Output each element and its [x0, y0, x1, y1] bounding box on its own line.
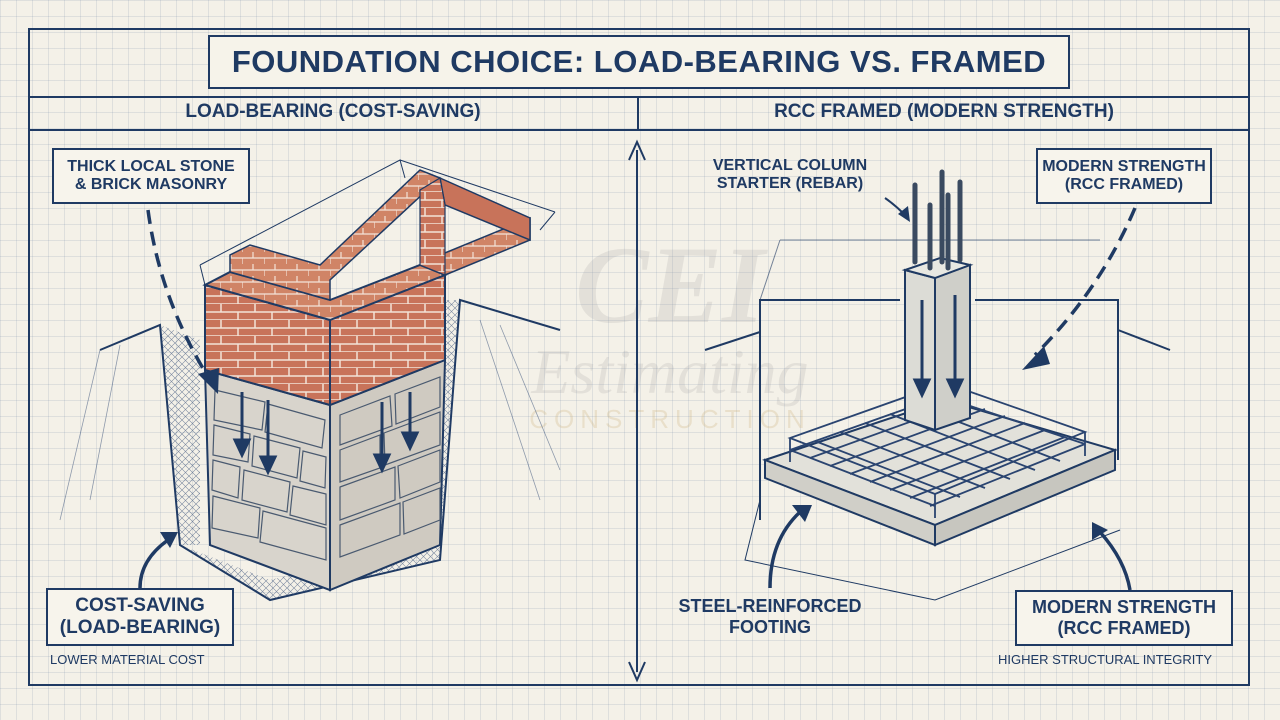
- callout-modern-strength-bottom-line2: (RCC FRAMED): [1057, 618, 1191, 638]
- callout-arrow-bottom-left-head: [160, 532, 178, 548]
- callout-arrow-bottom-right-head: [1092, 522, 1108, 540]
- diagram-title: FOUNDATION CHOICE: LOAD-BEARING VS. FRAM…: [208, 35, 1070, 89]
- callout-modern-strength-bottom: MODERN STRENGTH (RCC FRAMED): [1015, 590, 1233, 646]
- note-steel-reinforced-footing: STEEL-REINFORCED FOOTING: [665, 596, 875, 637]
- load-arrows-left: [232, 392, 420, 476]
- callout-arrow-top-right: [1033, 207, 1137, 357]
- diagram-frame: [28, 28, 1250, 686]
- callout-cost-saving-line2: (LOAD-BEARING): [59, 617, 221, 638]
- subheader-divider: [28, 129, 1250, 131]
- callout-modern-strength-top-line2: (RCC FRAMED): [1064, 176, 1184, 193]
- right-trench: [704, 239, 1171, 520]
- rebar-starters: [912, 169, 963, 271]
- callout-modern-strength-bottom-line1: MODERN STRENGTH: [1032, 597, 1216, 618]
- rebar-note-arrow-head: [898, 206, 910, 222]
- callout-arrow-bottom-right: [1098, 530, 1132, 591]
- callout-modern-strength-top: MODERN STRENGTH (RCC FRAMED): [1036, 148, 1212, 204]
- footing-dimension: [744, 499, 1121, 601]
- note-steel-reinforced-footing-line1: STEEL-REINFORCED: [678, 596, 862, 616]
- caption-higher-structural-integrity: HIGHER STRUCTURAL INTEGRITY: [998, 652, 1213, 667]
- note-vertical-column-starter-line1: VERTICAL COLUMN: [712, 157, 868, 174]
- left-panel-heading: LOAD-BEARING (COST-SAVING): [185, 101, 481, 122]
- callout-arrow-top-left: [146, 209, 212, 381]
- caption-lower-material-cost: LOWER MATERIAL COST: [50, 652, 205, 667]
- callout-cost-saving-line1: COST-SAVING: [75, 595, 205, 617]
- callout-arrow-top-right-head: [1022, 346, 1050, 370]
- stone-masonry: [203, 358, 447, 592]
- rcc-column: [901, 256, 974, 432]
- brick-wall: [199, 159, 556, 407]
- note-vertical-column-starter: VERTICAL COLUMN STARTER (REBAR): [700, 157, 880, 194]
- callout-arrow-top-left-head: [198, 368, 219, 394]
- footing-note-arrow: [768, 510, 802, 589]
- header-divider: [28, 96, 1250, 98]
- center-divider: [637, 96, 639, 130]
- footing-slab: [762, 398, 1118, 547]
- center-dimension-arrow: [628, 139, 646, 683]
- callout-modern-strength-top-line1: MODERN STRENGTH: [1042, 157, 1206, 175]
- callout-stone-brick-line1: THICK LOCAL STONE: [67, 157, 235, 175]
- note-steel-reinforced-footing-line2: FOOTING: [729, 616, 811, 637]
- callout-stone-brick-line2: & BRICK MASONRY: [74, 176, 228, 193]
- callout-cost-saving: COST-SAVING (LOAD-BEARING): [46, 588, 234, 646]
- load-arrows-right: [912, 295, 965, 399]
- callout-arrow-bottom-left: [138, 538, 170, 589]
- note-vertical-column-starter-line2: STARTER (REBAR): [716, 175, 864, 193]
- footing-note-arrow-head: [792, 505, 812, 522]
- rebar-mesh: [787, 382, 1088, 518]
- right-panel-heading: RCC FRAMED (MODERN STRENGTH): [774, 101, 1114, 122]
- callout-stone-brick: THICK LOCAL STONE & BRICK MASONRY: [52, 148, 250, 204]
